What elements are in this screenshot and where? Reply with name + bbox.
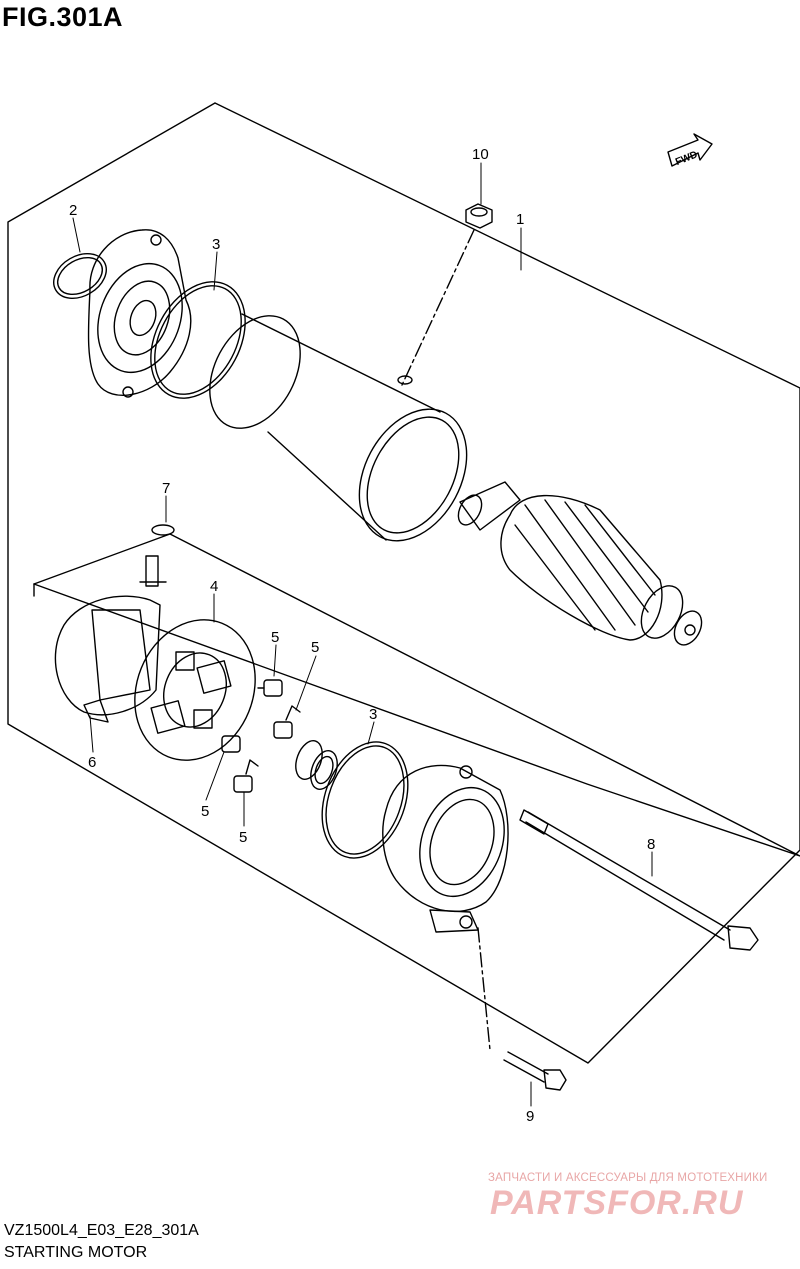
nut-centerline [401,229,475,386]
brush-holder-part-6 [54,555,167,723]
o-ring-part-2 [53,253,107,299]
figure-model-code: VZ1500L4_E03_E28_301A [4,1222,199,1239]
leader-3-lower [367,721,375,745]
leader-2 [72,217,81,253]
washer-b [310,750,338,790]
callout-1: 1 [516,211,524,228]
leader-6 [89,715,94,753]
figure-title: FIG.301A [2,2,124,32]
callout-3-lower: 3 [369,706,377,723]
brush-part-5-b [273,705,301,739]
o-ring-part-3-lower [321,741,409,859]
brush-plate-part-4 [134,619,256,761]
callout-5-d: 5 [239,829,247,846]
o-ring-part-7 [151,524,175,536]
bolt-part-9 [503,1051,567,1091]
leader-5-c [205,751,225,801]
callout-5-a: 5 [271,629,279,646]
brush-part-5-a [257,679,283,697]
callout-4: 4 [210,578,218,595]
brush-part-5-d [233,759,259,793]
watermark-tagline: ЗАПЧАСТИ И АКСЕССУАРЫ ДЛЯ МОТОТЕХНИКИ [488,1172,768,1184]
rear-end-cover [382,764,509,933]
callout-7: 7 [162,480,170,497]
watermark-brand: PARTSFOR.RU [490,1184,744,1222]
callout-9: 9 [526,1108,534,1125]
through-bolt-part-8 [519,809,759,951]
callout-5-b: 5 [311,639,319,656]
leader-3-upper [213,251,218,291]
brush-group-frame [33,533,800,857]
figure-name: STARTING MOTOR [4,1244,148,1261]
washer-a [295,740,323,780]
bolt-centerline [477,927,491,1051]
callout-8: 8 [647,836,655,853]
fwd-arrow-icon [667,133,713,167]
yoke-housing [209,313,468,542]
callout-6: 6 [88,754,96,771]
callout-5-c: 5 [201,803,209,820]
o-ring-part-3-upper [150,281,246,399]
armature [457,481,703,646]
leader-5-b [295,655,317,711]
callout-3-upper: 3 [212,236,220,253]
leader-5-a [273,644,277,677]
front-housing [87,229,192,398]
nut-part-10 [465,203,493,229]
callout-10: 10 [472,146,489,163]
brush-part-5-c [221,735,241,753]
callout-2: 2 [69,202,77,219]
assembly-frame-outline [7,102,800,1064]
